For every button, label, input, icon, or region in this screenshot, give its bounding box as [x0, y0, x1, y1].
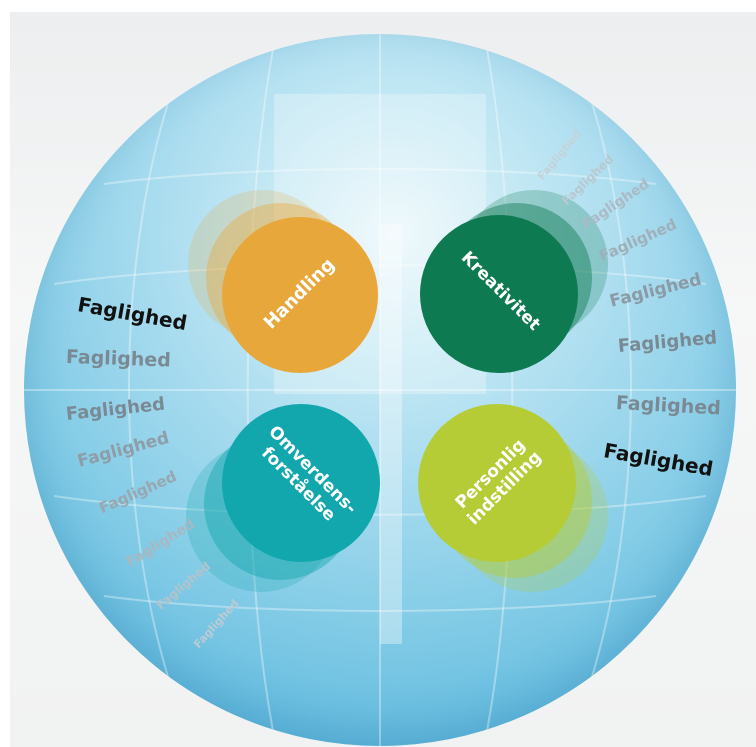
kreativitet-disc	[420, 215, 578, 373]
omverden-disc	[222, 404, 380, 562]
faglighed-left-2: Faglighed	[65, 346, 172, 372]
sphere	[24, 34, 736, 746]
sphere-grid	[24, 34, 736, 746]
personlig-disc	[418, 404, 576, 562]
handling-disc	[222, 217, 378, 373]
